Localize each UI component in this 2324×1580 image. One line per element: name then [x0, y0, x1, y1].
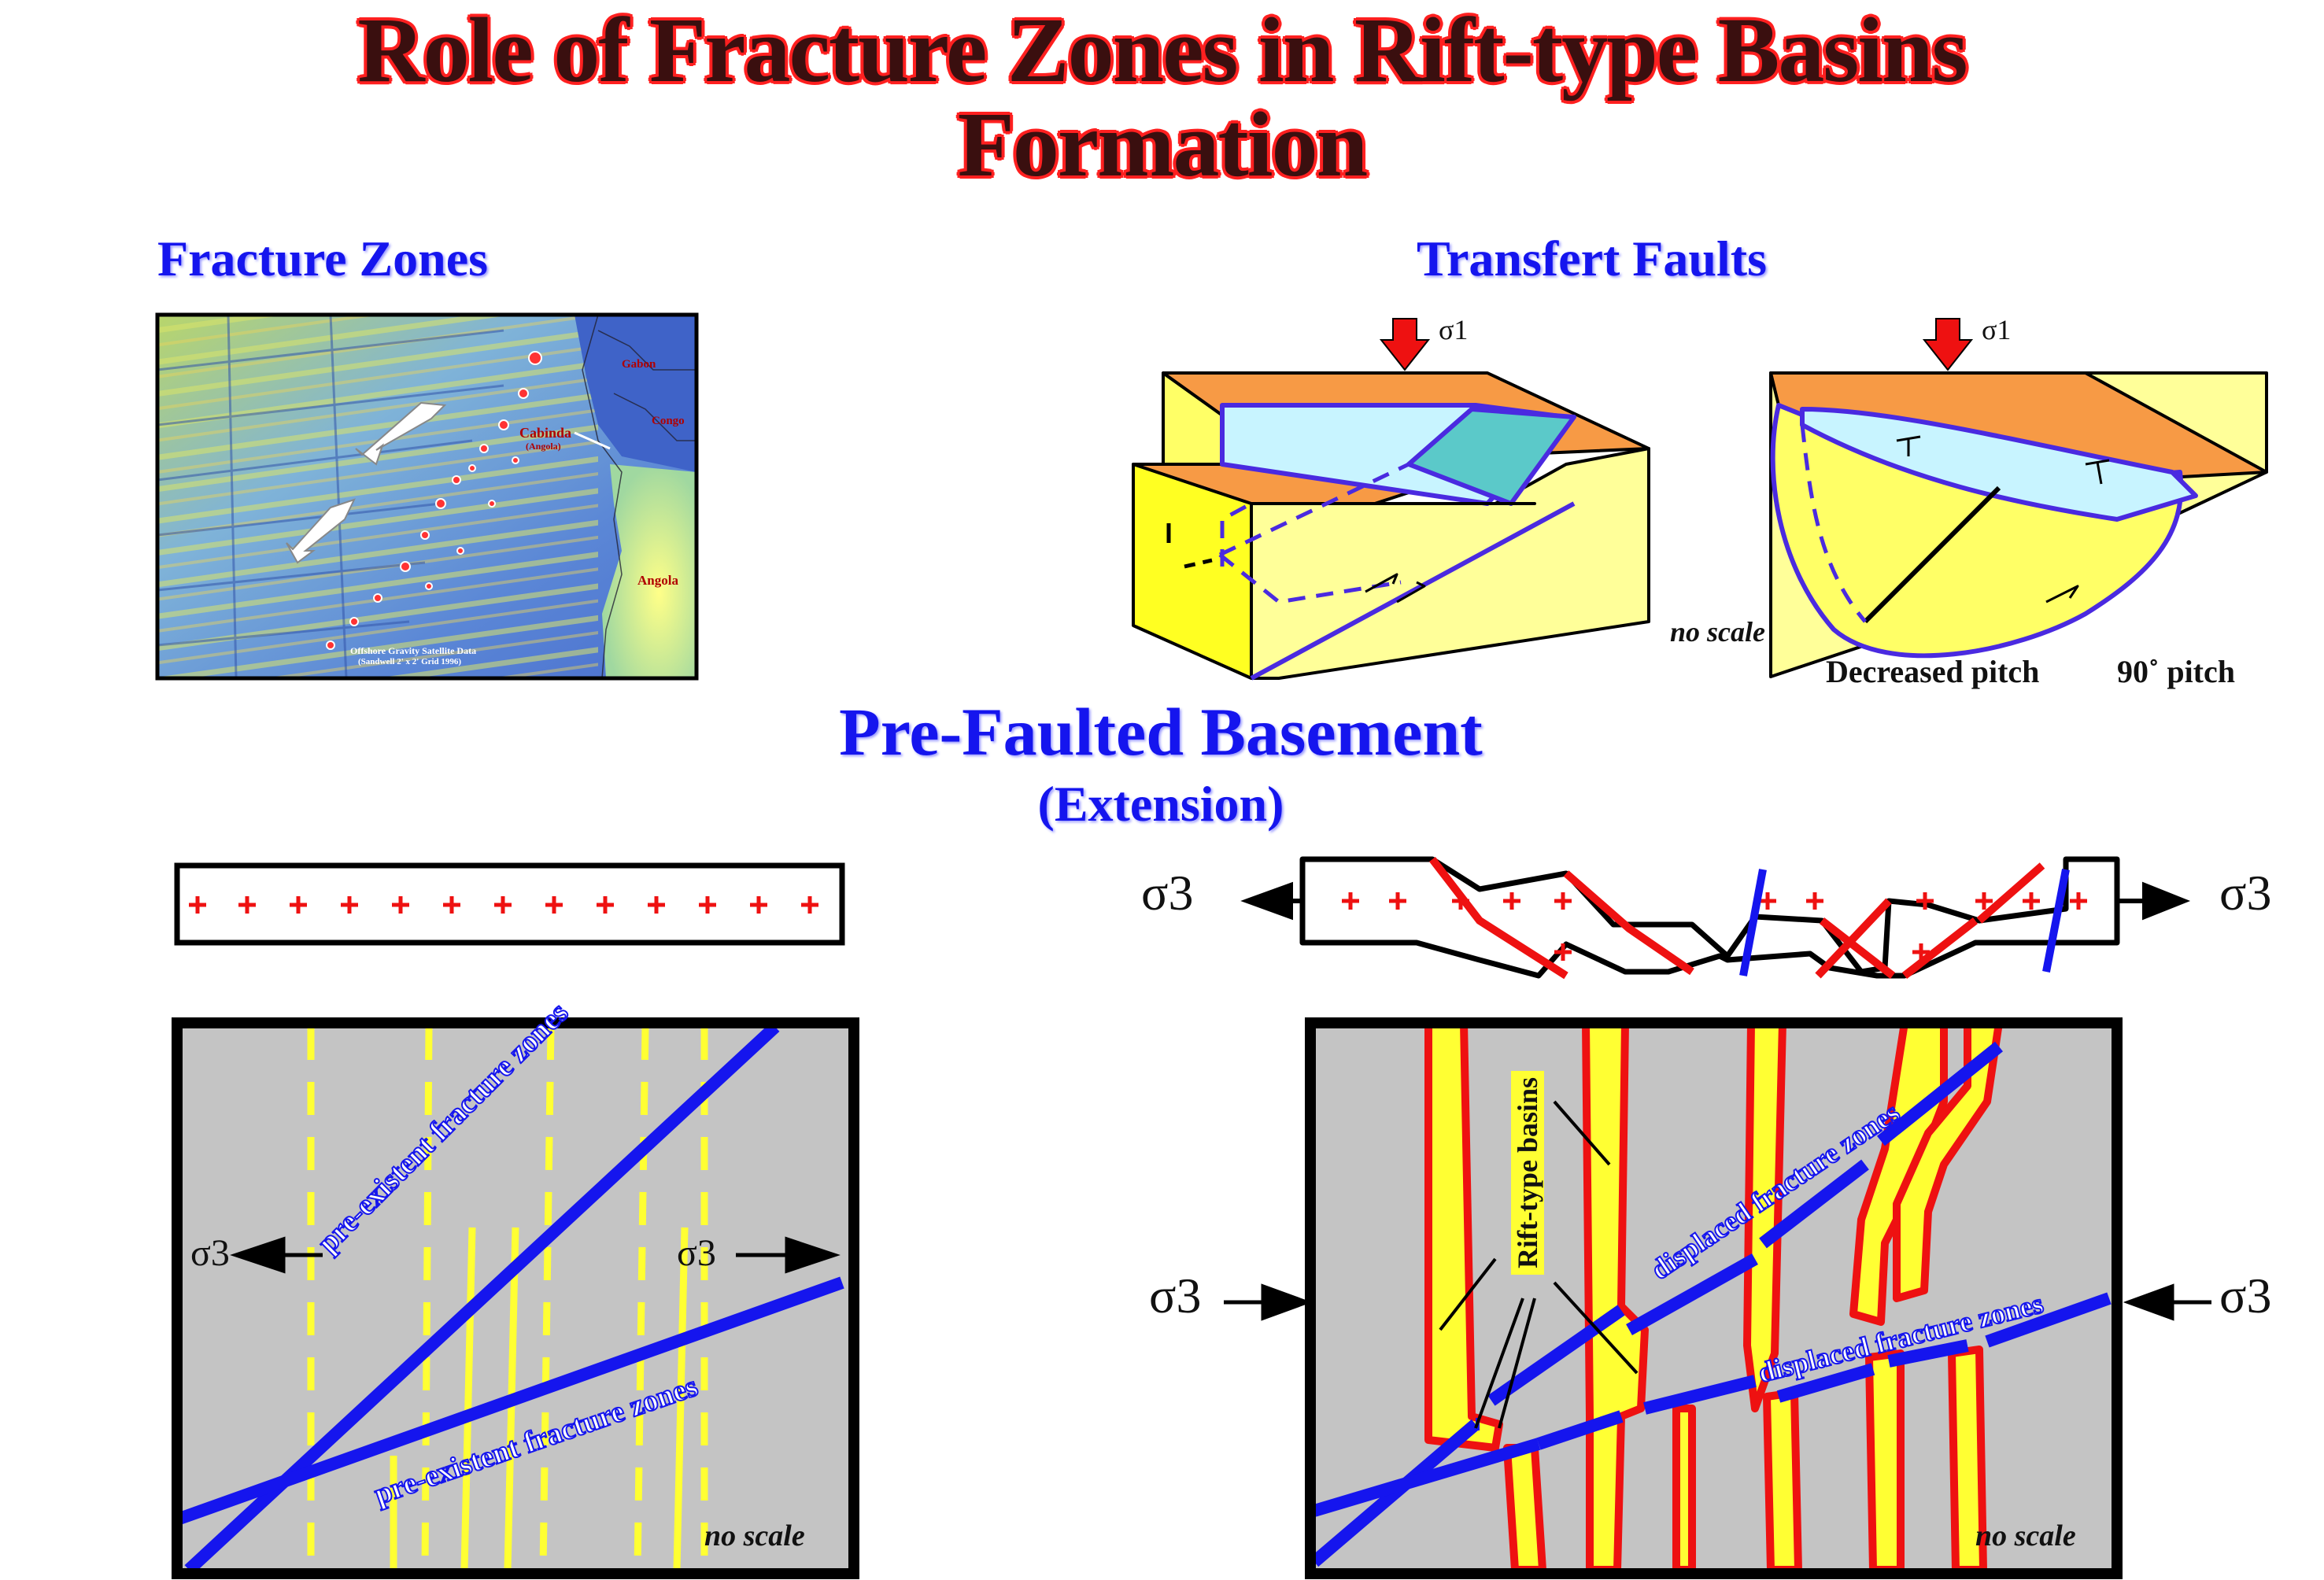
basement-crosses-left	[189, 896, 818, 914]
map-seamounts	[326, 351, 542, 650]
strip-sigma3-left: σ3	[1141, 865, 1194, 921]
basement-strip-undeformed	[174, 862, 845, 946]
blue-faults-strip	[1739, 869, 2070, 976]
left-panel-sigma-arrow-left	[230, 1236, 323, 1274]
left-panel-sigma3-right: σ3	[677, 1232, 716, 1274]
prefaulted-basement-heading: Pre-Faulted Basement	[839, 694, 1483, 770]
left-panel-no-scale: no scale	[704, 1519, 805, 1552]
map-land-north	[575, 315, 696, 472]
map-label-angola: Angola	[637, 573, 678, 588]
transfert-block-right	[1769, 371, 2268, 678]
map-land-angola	[602, 464, 696, 678]
rift-faults-strip	[1429, 856, 2045, 980]
map-label-gabon: Gabon	[622, 358, 656, 371]
basement-strip-extended	[1299, 856, 2120, 980]
transfert-no-scale: no scale	[1670, 616, 1765, 648]
transfert-faults-heading: Transfert Faults	[1417, 231, 1767, 286]
right-panel-no-scale: no scale	[1975, 1519, 2076, 1552]
right-panel-sigma3-left: σ3	[1149, 1268, 1202, 1323]
right-panel-sigma3-right: σ3	[2219, 1268, 2272, 1323]
map-label-cabinda-sub: (Angola)	[526, 441, 561, 452]
fracture-zones-heading: Fracture Zones	[157, 231, 489, 286]
left-panel-dashed-lines	[307, 1026, 708, 1571]
strip-arrow-left	[1240, 881, 1302, 921]
transfert-block-left	[1132, 371, 1650, 681]
strip-arrow-right	[2117, 881, 2191, 921]
map-label-cabinda: Cabinda	[519, 425, 572, 441]
pitch-90-label: 90˚ pitch	[2117, 654, 2235, 689]
map-caption-2: (Sandwell 2' x 2' Grid 1996)	[358, 657, 462, 666]
map-fracture-traces	[157, 314, 504, 679]
right-panel	[1305, 1017, 2123, 1579]
decreased-pitch-label: Decreased pitch	[1826, 654, 2040, 689]
map-caption-1: Offshore Gravity Satellite Data	[350, 645, 477, 656]
gravity-map	[155, 312, 699, 681]
displaced-fracture-zones	[1310, 1041, 2112, 1567]
sigma1-arrow-right	[1922, 318, 1974, 371]
page-title-line1: Role of Fracture Zones in Rift-type Basi…	[357, 0, 1967, 102]
map-borders	[582, 314, 696, 679]
left-panel-fracture-zones	[177, 1022, 844, 1574]
strip-sigma3-right: σ3	[2219, 865, 2272, 921]
basement-crosses-right	[1342, 892, 2087, 961]
map-cabinda-pointer	[574, 431, 611, 450]
right-panel-sigma-arrow-left	[1224, 1283, 1313, 1321]
left-panel-sigma3-left: σ3	[190, 1232, 230, 1274]
rift-basins-label: Rift-type basins	[1511, 1070, 1544, 1275]
sigma1-arrow-left	[1379, 318, 1431, 371]
map-arrow-1	[355, 401, 447, 466]
rift-label-leaders	[1439, 1100, 1639, 1429]
page-title-line2: Formation	[957, 93, 1368, 196]
right-panel-sigma-arrow-right	[2123, 1283, 2211, 1321]
map-arrow-2	[286, 498, 356, 564]
left-panel-sigma-arrow-right	[736, 1236, 841, 1274]
left-panel	[172, 1017, 859, 1579]
sigma1-label-left: σ1	[1439, 314, 1469, 345]
extension-subheading: (Extension)	[1037, 776, 1284, 832]
map-label-congo: Congo	[652, 415, 685, 427]
sigma1-label-right: σ1	[1982, 314, 2012, 345]
